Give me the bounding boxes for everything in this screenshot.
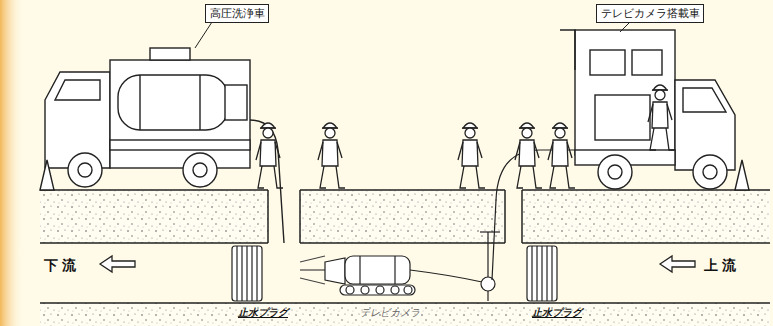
label-box: 高圧洗浄車 <box>205 4 269 23</box>
worker <box>318 123 345 188</box>
leader-line <box>195 22 630 48</box>
worker <box>515 123 542 188</box>
ground <box>40 190 770 326</box>
tv-camera <box>300 150 600 301</box>
high-pressure-washer-truck <box>40 48 284 243</box>
worker <box>458 123 485 188</box>
worker <box>548 123 575 188</box>
worker <box>256 123 283 188</box>
edge-shade <box>0 0 24 326</box>
flow-direction: 下流 <box>44 258 80 272</box>
flow-arrow <box>100 256 695 272</box>
part-name: 止水プラグ <box>532 308 582 318</box>
stop-plug <box>232 246 557 301</box>
camera-truck <box>560 30 749 190</box>
operator <box>648 85 675 150</box>
box-text: テレビカメラ搭載車 <box>601 8 700 19</box>
part-name: 止水プラグ <box>238 308 288 318</box>
label-box: テレビカメラ搭載車 <box>596 4 704 23</box>
box-text: 高圧洗浄車 <box>210 8 265 19</box>
flow-direction: 上流 <box>704 258 740 272</box>
part-name: テレビカメラ <box>360 308 420 318</box>
